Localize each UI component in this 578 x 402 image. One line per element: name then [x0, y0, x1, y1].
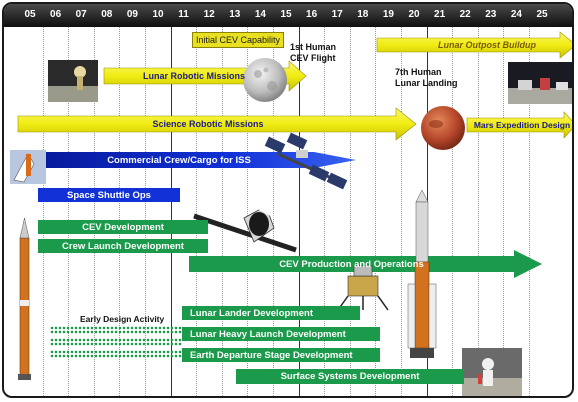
lunar-lander-early-design-dots: [50, 326, 182, 334]
mars-icon: [421, 106, 465, 150]
mars-expedition-design-label: Mars Expedition Design: [468, 119, 574, 131]
surface-systems-development-bar: Surface Systems Development: [236, 369, 464, 384]
seventh-human-lunar-landing-label: 7th Human Lunar Landing: [395, 67, 458, 89]
crew-launch-development-bar: Crew Launch Development: [38, 239, 208, 253]
early-design-activity-label: Early Design Activity: [80, 314, 164, 324]
space-shuttle-ops-bar: Space Shuttle Ops: [38, 188, 180, 202]
moon-landing-photo-icon: [48, 60, 98, 102]
heavy-launch-vehicle-icon: [408, 190, 436, 358]
cev-capsule-icon: [194, 202, 296, 250]
lunar-heavy-launch-development-bar: Lunar Heavy Launch Development: [182, 327, 380, 341]
lunar-outpost-photo-icon: [508, 62, 574, 104]
eds-early-design-dots: [50, 350, 182, 358]
cev-production-operations-label: CEV Production and Operations: [189, 256, 514, 272]
lunar-lander-icon: [338, 266, 388, 310]
earth-departure-stage-development-bar: Earth Departure Stage Development: [182, 348, 380, 362]
lunar-lander-development-bar: Lunar Lander Development: [182, 306, 360, 320]
science-robotic-missions-label: Science Robotic Missions: [18, 117, 398, 131]
commercial-crew-cargo-label: Commercial Crew/Cargo for ISS: [44, 152, 314, 168]
cev-development-bar: CEV Development: [38, 220, 208, 234]
initial-cev-capability-label: Initial CEV Capability: [192, 32, 284, 48]
first-human-cev-flight-label: 1st Human CEV Flight: [290, 42, 336, 64]
lunar-robotic-missions-label: Lunar Robotic Missions: [104, 69, 284, 83]
crew-launch-vehicle-icon: [18, 218, 31, 380]
space-shuttle-icon: [10, 150, 46, 184]
lunar-heavy-early-design-dots: [50, 338, 182, 346]
lunar-outpost-buildup-label: Lunar Outpost Buildup: [412, 39, 562, 51]
astronaut-photo-icon: [462, 348, 522, 396]
